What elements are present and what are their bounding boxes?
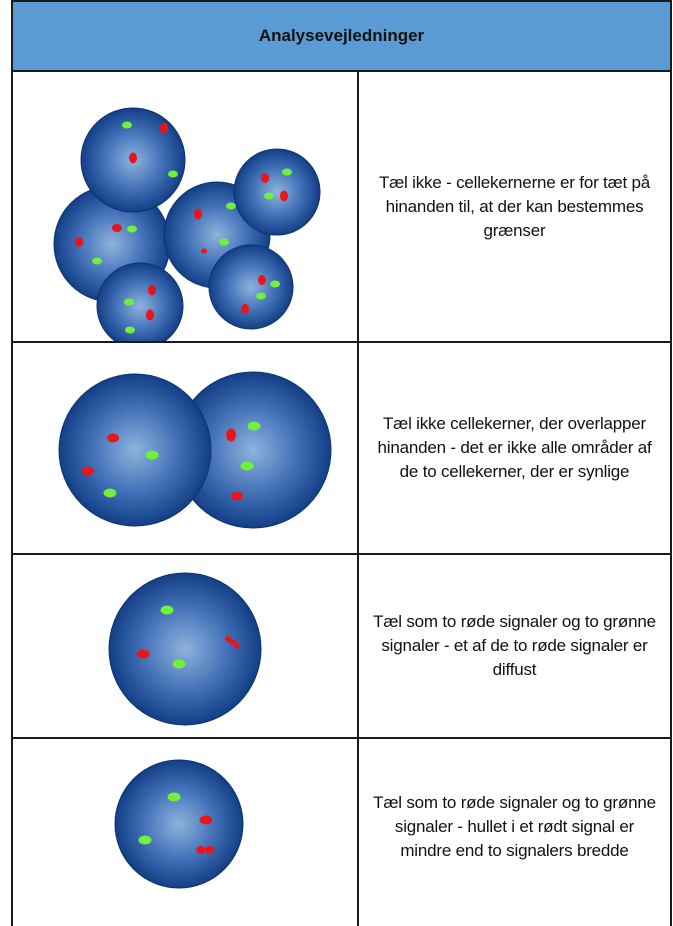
split-signal-nucleus-icon (114, 759, 244, 889)
row-2-illustration (13, 343, 357, 553)
row-1-illustration (13, 72, 357, 341)
row-divider (11, 737, 672, 739)
row-2-instruction: Tæl ikke cellekerner, der overlapper hin… (359, 343, 670, 553)
row-4-instruction: Tæl som to røde signaler og to grønne si… (359, 739, 670, 926)
row-divider (11, 341, 672, 343)
left-border (11, 70, 13, 926)
overlapping-nuclei-icon (58, 371, 332, 529)
row-3-instruction: Tæl som to røde signaler og to grønne si… (359, 555, 670, 737)
row-divider (11, 553, 672, 555)
row-1-instruction: Tæl ikke - cellekernerne er for tæt på h… (359, 72, 670, 341)
row-4-illustration (13, 739, 357, 926)
table-title: Analysevejledninger (258, 26, 425, 45)
right-border (670, 70, 672, 926)
diffuse-signal-nucleus-icon (108, 572, 262, 726)
clustered-nuclei-icon (53, 107, 321, 341)
row-4-text: Tæl som to røde signaler og to grønne si… (373, 793, 656, 860)
column-divider (357, 70, 359, 926)
row-1-text: Tæl ikke - cellekernerne er for tæt på h… (378, 172, 651, 240)
guidelines-table: Analysevejledninger (11, 0, 672, 926)
row-3-illustration (13, 555, 357, 737)
table-header: Analysevejledninger (11, 0, 672, 72)
row-3-text: Tæl som to røde signaler og to grønne si… (373, 612, 656, 679)
row-2-text: Tæl ikke cellekerner, der overlapper hin… (377, 414, 652, 481)
